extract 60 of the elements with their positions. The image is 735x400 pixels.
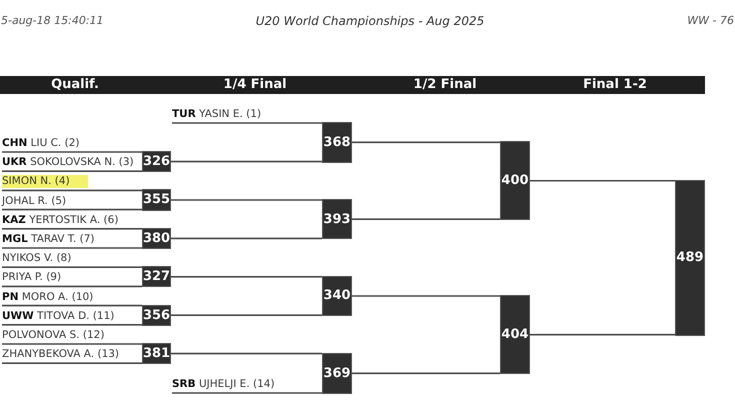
bracket-line: [2, 190, 142, 192]
athlete-name: NYIKOS V. (8): [2, 252, 72, 266]
bracket-line: [171, 160, 322, 162]
match-number-box: 368: [322, 122, 352, 163]
match-number-box: 380: [142, 228, 171, 249]
athlete-name: UWW TITOVA D. (11): [2, 310, 114, 323]
athlete-name: SRB UJHELJI E. (14): [172, 378, 275, 391]
bracket-line: [2, 304, 142, 306]
bracket-line: [352, 295, 500, 297]
bracket-line: [2, 343, 142, 345]
round-heading: 1/2 Final: [413, 77, 477, 93]
bracket-line: [171, 238, 322, 240]
match-number-box: 400: [500, 141, 530, 220]
athlete-name: ZHANYBEKOVA A. (13): [2, 348, 120, 362]
bracket-line: [172, 392, 322, 394]
bracket-line: [530, 180, 675, 182]
athlete-name: KAZ YERTOSTIK A. (6): [2, 214, 118, 227]
round-heading: 1/4 Final: [223, 77, 287, 93]
bracket-line: [171, 314, 322, 316]
bracket-line: [2, 286, 142, 288]
match-number-box: 326: [142, 151, 171, 172]
athlete-name: TUR YASIN E. (1): [172, 108, 262, 121]
weight-category: WW - 76: [687, 14, 734, 28]
bracket-line: [2, 208, 142, 210]
bracket-line: [172, 122, 322, 124]
athlete-name: UKR SOKOLOVSKA N. (3): [2, 156, 134, 170]
match-number-box: 327: [142, 266, 171, 288]
match-number-box: 404: [500, 295, 530, 374]
bracket-line: [2, 266, 142, 268]
bracket-line: [171, 276, 322, 278]
bracket-line: [171, 199, 322, 201]
bracket-line: [2, 151, 142, 153]
match-number-box: 393: [322, 199, 352, 240]
bracket-line: [352, 372, 500, 374]
round-heading: Final 1-2: [583, 77, 647, 93]
page-title: U20 World Championships - Aug 2025: [256, 14, 484, 28]
timestamp: 5-aug-18 15:40:11: [1, 14, 104, 28]
athlete-name: PN MORO A. (10): [2, 290, 94, 304]
bracket-line: [2, 247, 142, 249]
bracket-line: [2, 170, 142, 172]
bracket-line: [530, 334, 675, 336]
bracket-line: [352, 218, 500, 220]
athlete-name: CHN LIU C. (2): [2, 137, 80, 150]
match-number-box: 356: [142, 304, 171, 326]
match-number-box: 381: [142, 343, 171, 364]
bracket-line: [2, 324, 142, 326]
match-number-box: 340: [322, 276, 352, 316]
bracket-line: [352, 142, 500, 144]
round-heading: Qualif.: [51, 77, 99, 93]
bracket-line: [171, 352, 322, 354]
athlete-name: MGL TARAV T. (7): [2, 233, 95, 246]
athlete-name: POLVONOVA S. (12): [2, 329, 104, 342]
bracket-line: [2, 362, 142, 364]
athlete-name: JOHAL R. (5): [2, 194, 66, 208]
match-number-box: 355: [142, 189, 171, 211]
athlete-name: PRIYA P. (9): [2, 271, 62, 284]
match-number-box: 489: [675, 180, 705, 336]
athlete-name: SIMON N. (4): [2, 175, 88, 188]
match-number-box: 369: [322, 352, 352, 394]
bracket-line: [2, 228, 142, 230]
